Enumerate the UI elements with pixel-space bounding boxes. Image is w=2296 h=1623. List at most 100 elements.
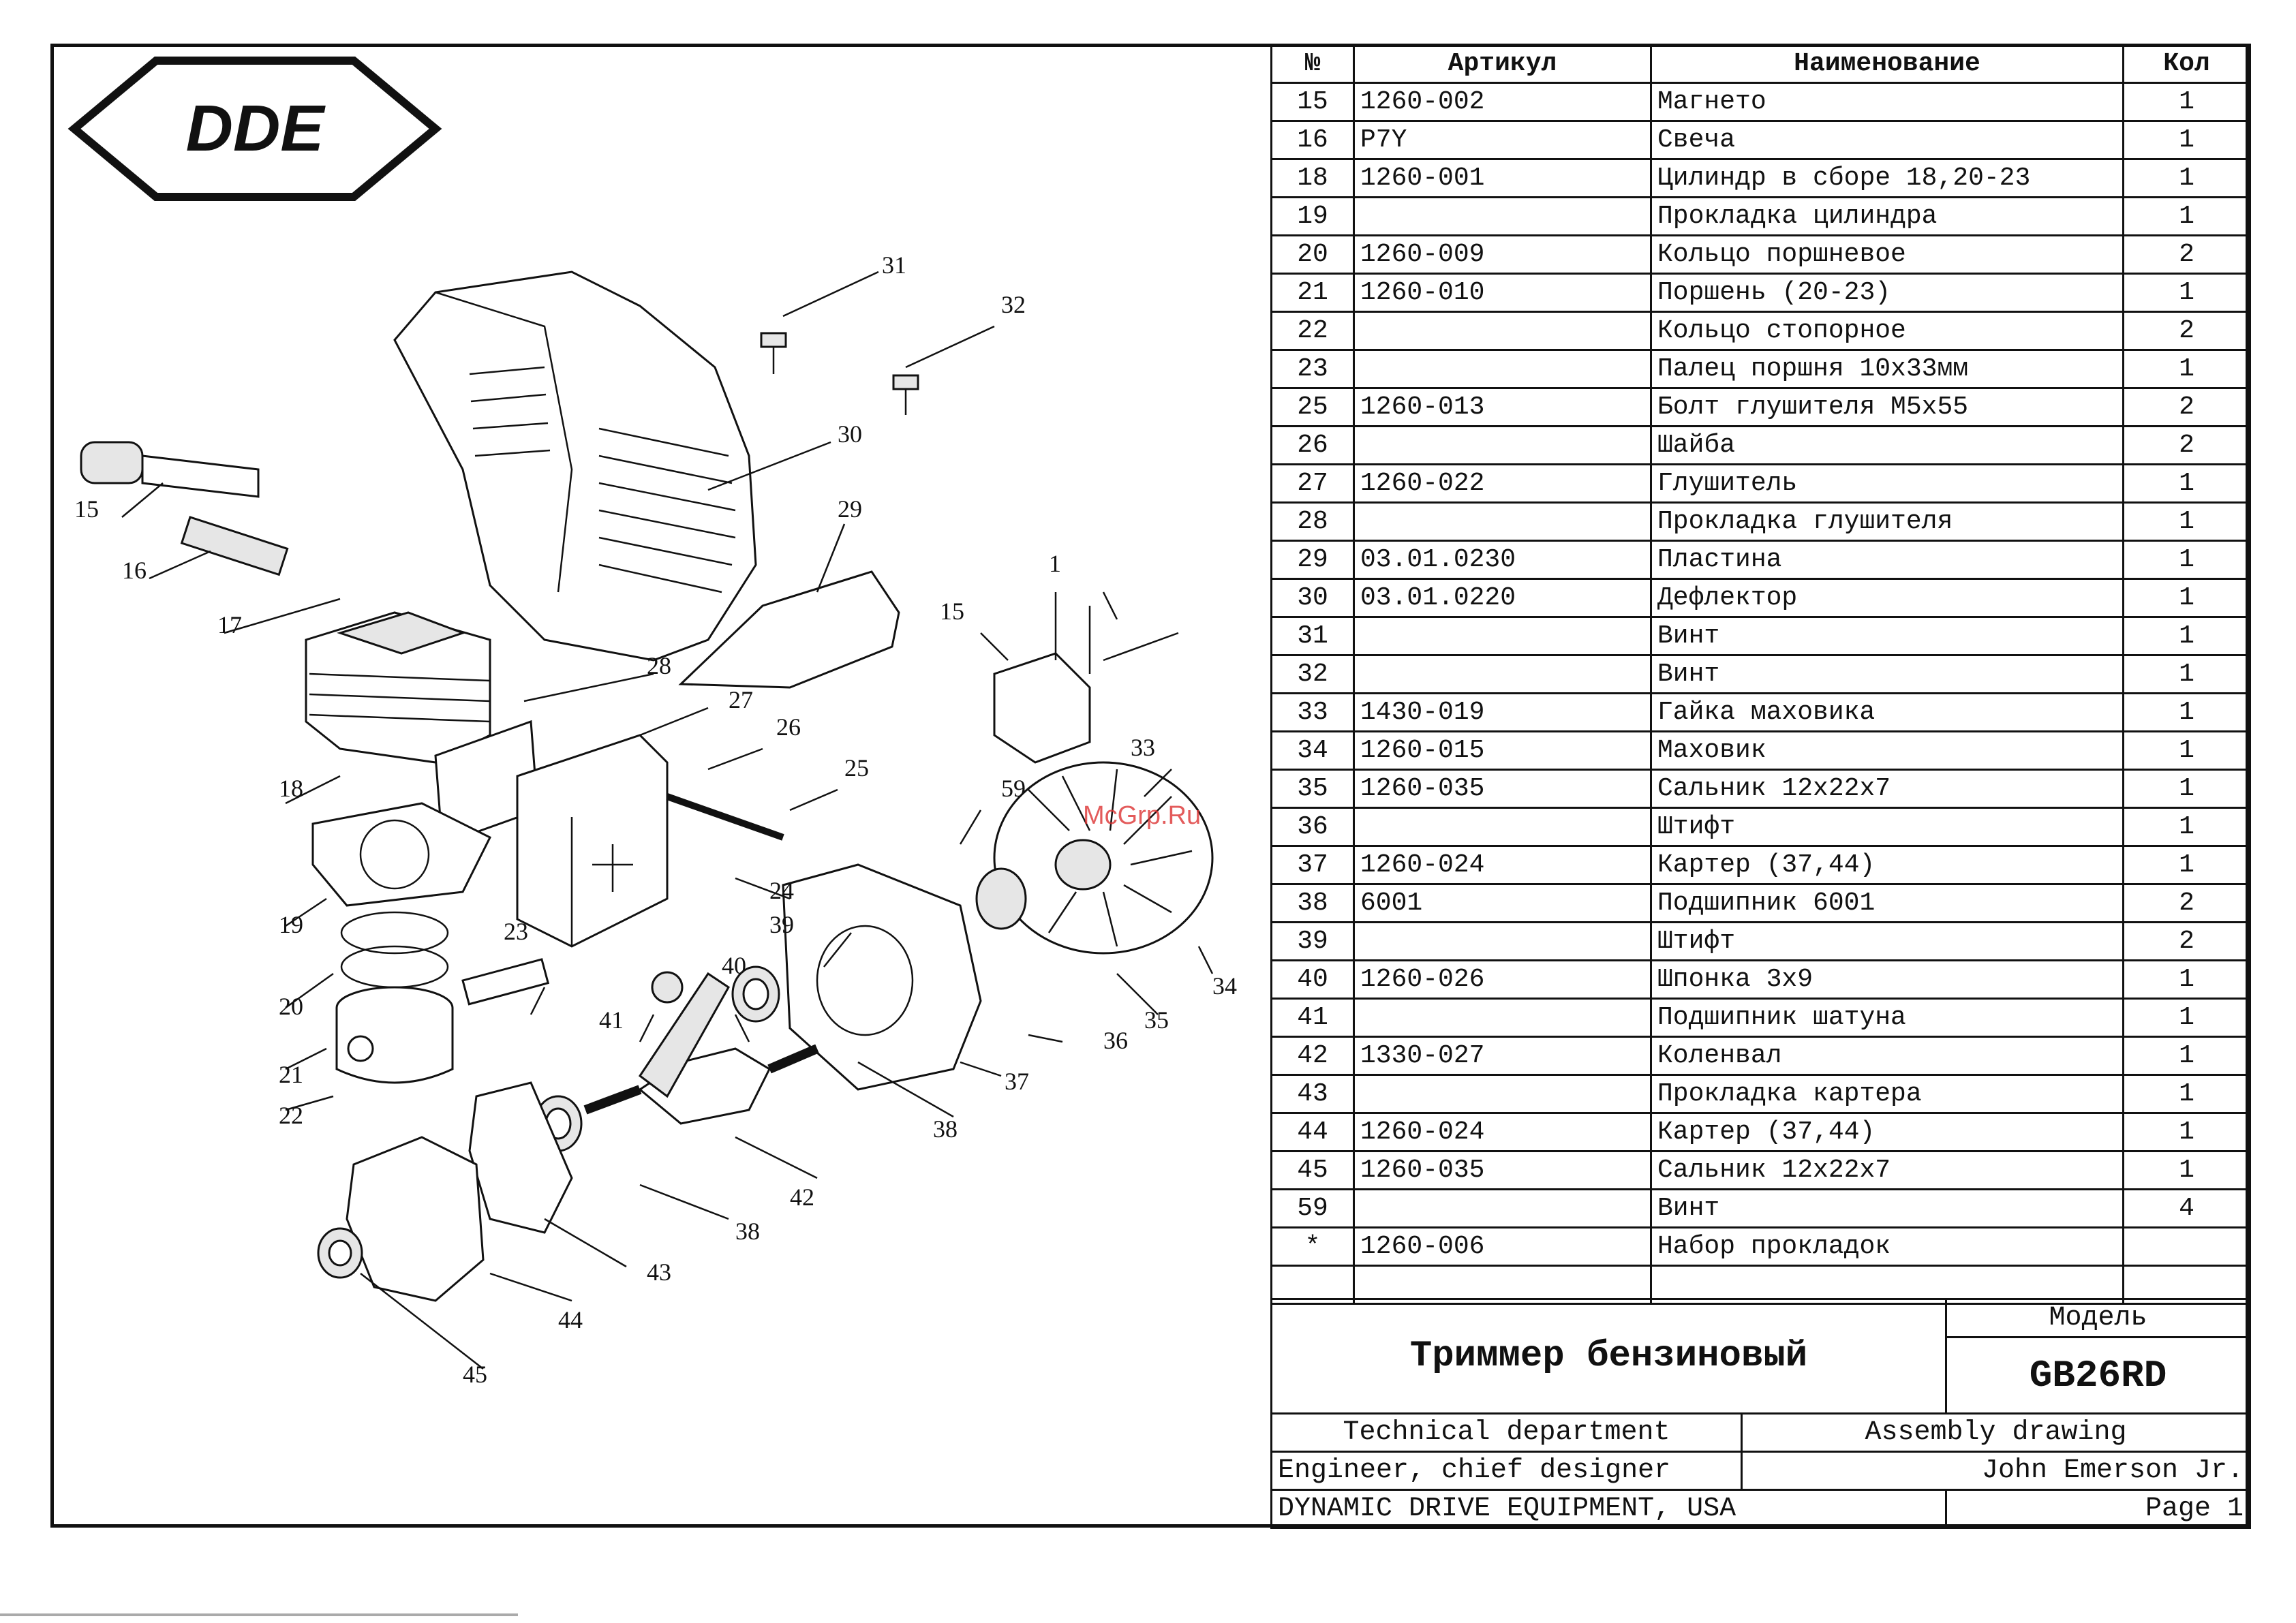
row-article: 03.01.0230: [1353, 540, 1652, 580]
row-name: Кольцо стопорное: [1650, 311, 2124, 351]
row-qty: 1: [2122, 692, 2251, 732]
row-no: 25: [1270, 387, 1355, 427]
plate-part: [678, 570, 900, 689]
piston-ring-1: [340, 911, 449, 955]
row-no: 22: [1270, 311, 1355, 351]
row-name: Коленвал: [1650, 1036, 2124, 1076]
callout: 41: [599, 1006, 624, 1034]
callout: 22: [279, 1102, 303, 1129]
row-article: [1353, 998, 1652, 1038]
row-no: [1270, 1265, 1355, 1305]
callout: 32: [1001, 291, 1026, 318]
logo-text: DDE: [186, 92, 326, 165]
row-name: Винт: [1650, 616, 2124, 656]
row-no: 35: [1270, 769, 1355, 809]
callout: 36: [1103, 1027, 1128, 1054]
row-name: Свеча: [1650, 120, 2124, 160]
callout: 21: [279, 1061, 303, 1088]
row-qty: 1: [2122, 349, 2251, 389]
callout: 44: [558, 1306, 583, 1333]
row-qty: 1: [2122, 540, 2251, 580]
row-article: 1330-027: [1353, 1036, 1652, 1076]
row-qty: 1: [2122, 807, 2251, 847]
row-no: 31: [1270, 616, 1355, 656]
spark-plug-part: [80, 441, 289, 576]
row-article: 1260-035: [1353, 1150, 1652, 1190]
row-qty: [2122, 1226, 2251, 1267]
dde-logo: DDE: [67, 57, 442, 201]
crankshaft-part: [583, 972, 819, 1125]
flywheel-part: [993, 761, 1214, 955]
header-qty: Кол: [2122, 44, 2251, 84]
screw-31: [760, 332, 787, 374]
muffler-bolt-part: [666, 793, 784, 841]
row-qty: 4: [2122, 1188, 2251, 1228]
callout: 19: [279, 911, 303, 938]
row-name: Прокладка цилиндра: [1650, 196, 2124, 236]
row-article: [1353, 921, 1652, 961]
row-no: 15: [1270, 82, 1355, 122]
row-article: 1260-006: [1353, 1226, 1652, 1267]
leader-lines: [121, 270, 1214, 1370]
cylinder-part: [305, 611, 491, 764]
callout: 39: [769, 911, 794, 938]
muffler-part: [516, 734, 669, 948]
oil-seal-45: [317, 1227, 363, 1279]
magneto-part: [993, 592, 1179, 764]
row-no: 45: [1270, 1150, 1355, 1190]
callout: 34: [1212, 972, 1237, 1000]
callout: 24: [769, 877, 794, 904]
model-label: Модель: [1945, 1298, 2252, 1338]
row-name: Пластина: [1650, 540, 2124, 580]
bearing-38-a: [731, 965, 780, 1023]
row-article: [1353, 807, 1652, 847]
row-qty: 1: [2122, 730, 2251, 771]
engineer-role: Engineer, chief designer: [1270, 1451, 1743, 1491]
row-no: 18: [1270, 158, 1355, 198]
row-qty: 1: [2122, 998, 2251, 1038]
row-qty: 1: [2122, 501, 2251, 542]
row-name: Прокладка картера: [1650, 1074, 2124, 1114]
row-no: 38: [1270, 883, 1355, 923]
row-qty: 2: [2122, 425, 2251, 465]
header-no: №: [1270, 44, 1355, 84]
company-name: DYNAMIC DRIVE EQUIPMENT, USA: [1270, 1489, 1948, 1529]
row-no: 37: [1270, 845, 1355, 885]
row-name: Штифт: [1650, 921, 2124, 961]
row-no: 26: [1270, 425, 1355, 465]
row-qty: 1: [2122, 1150, 2251, 1190]
row-no: 39: [1270, 921, 1355, 961]
row-qty: 2: [2122, 311, 2251, 351]
row-name: Подшипник 6001: [1650, 883, 2124, 923]
engineer-name: John Emerson Jr.: [1740, 1451, 2252, 1491]
row-article: 1260-024: [1353, 845, 1652, 885]
row-name: Шайба: [1650, 425, 2124, 465]
callout: 25: [844, 754, 869, 782]
row-name: Палец поршня 10х33мм: [1650, 349, 2124, 389]
callout: 42: [790, 1184, 814, 1211]
product-title: Триммер бензиновый: [1270, 1298, 1948, 1415]
row-name: Цилиндр в сборе 18,20-23: [1650, 158, 2124, 198]
row-article: [1353, 1188, 1652, 1228]
callout: 33: [1131, 734, 1155, 761]
row-article: 1260-015: [1353, 730, 1652, 771]
callout: 31: [882, 251, 906, 279]
row-no: 36: [1270, 807, 1355, 847]
row-article: 6001: [1353, 883, 1652, 923]
exploded-view-drawing: DDE: [67, 57, 1237, 1388]
callout-labels: 31 32 30 29 15 16 17 1 15 28 27 26 25 18…: [74, 251, 1237, 1388]
cylinder-gasket-part: [311, 802, 492, 907]
row-name: Болт глушителя М5х55: [1650, 387, 2124, 427]
callout: 43: [647, 1258, 671, 1286]
